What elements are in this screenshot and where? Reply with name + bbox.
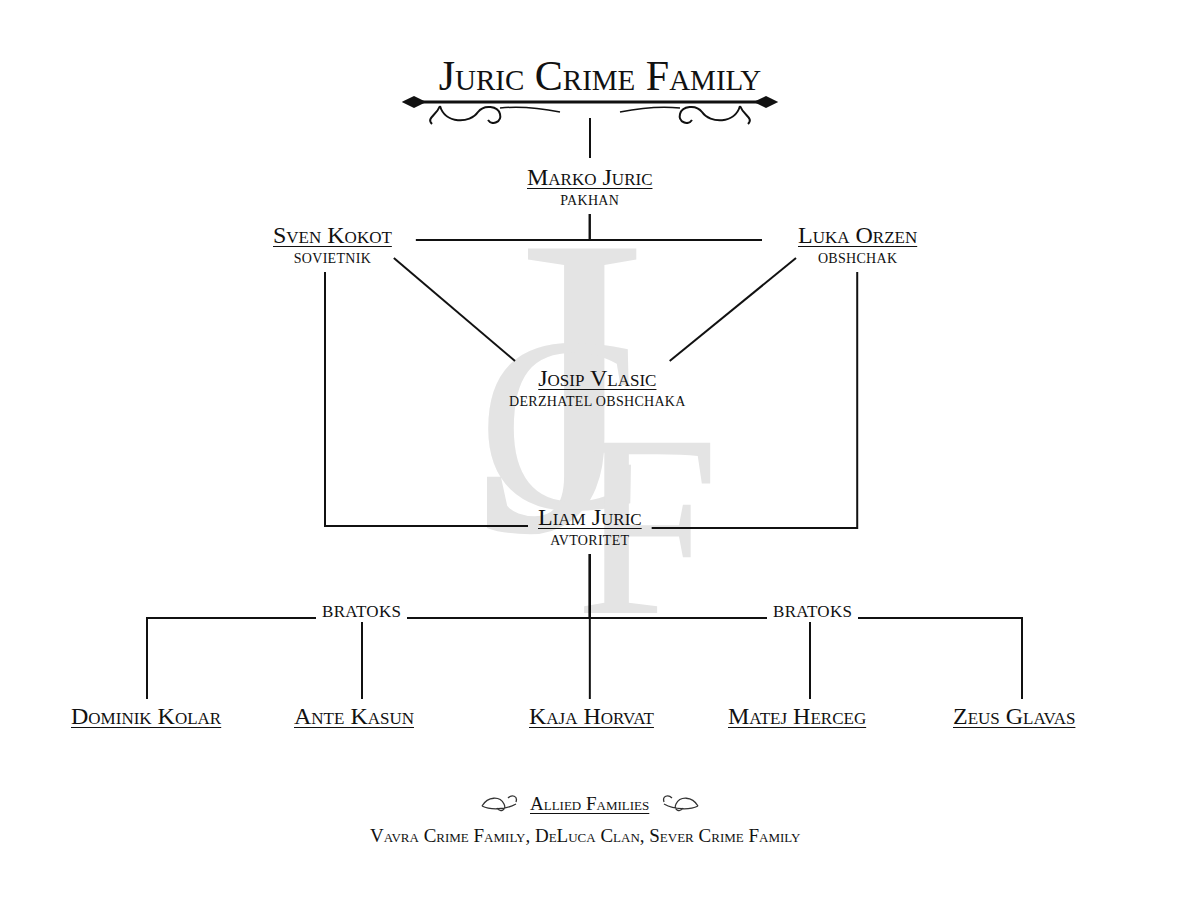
group-label: BRATOKS bbox=[316, 601, 407, 622]
member-node: Sven KokotSOVIETNIK bbox=[267, 218, 398, 272]
member-node: Matej Herceg bbox=[722, 699, 872, 733]
member-role: DERZHATEL OBSHCHAKA bbox=[509, 392, 686, 412]
hierarchy-connector bbox=[325, 272, 528, 526]
member-role: OBSHCHAK bbox=[798, 249, 917, 269]
member-name: Marko Juric bbox=[527, 163, 652, 191]
member-node: Kaja Horvat bbox=[523, 699, 660, 733]
member-role: SOVIETNIK bbox=[273, 249, 392, 269]
hierarchy-connector bbox=[147, 554, 590, 699]
member-node: Ante Kasun bbox=[288, 699, 420, 733]
hierarchy-connector bbox=[670, 258, 796, 361]
legend-heading: Allied Families bbox=[530, 792, 649, 815]
member-name: Kaja Horvat bbox=[529, 702, 654, 730]
member-name: Zeus Glavas bbox=[953, 702, 1075, 730]
member-name: Luka Orzen bbox=[798, 221, 917, 249]
member-node: Josip VlasicDERZHATEL OBSHCHAKA bbox=[503, 361, 692, 415]
allied-list: Vavra Crime Family, DeLuca Clan, Sever C… bbox=[370, 824, 800, 847]
hierarchy-connector bbox=[590, 214, 762, 240]
member-name: Liam Juric bbox=[538, 503, 642, 531]
hierarchy-connector bbox=[416, 214, 590, 240]
member-node: Dominik Kolar bbox=[65, 699, 227, 733]
member-role: AVTORITET bbox=[538, 531, 642, 551]
member-name: Dominik Kolar bbox=[71, 702, 221, 730]
hierarchy-connector bbox=[590, 554, 810, 699]
hierarchy-connector bbox=[394, 258, 515, 361]
member-name: Josip Vlasic bbox=[509, 364, 686, 392]
member-name: Ante Kasun bbox=[294, 702, 414, 730]
member-node: Marko JuricPAKHAN bbox=[521, 160, 658, 214]
member-role: PAKHAN bbox=[527, 191, 652, 211]
member-node: Liam JuricAVTORITET bbox=[532, 500, 648, 554]
member-node: Luka OrzenOBSHCHAK bbox=[792, 218, 923, 272]
member-name: Sven Kokot bbox=[273, 221, 392, 249]
member-node: Zeus Glavas bbox=[947, 699, 1081, 733]
group-label: BRATOKS bbox=[767, 601, 858, 622]
hierarchy-connector bbox=[362, 554, 590, 699]
member-name: Matej Herceg bbox=[728, 702, 866, 730]
title-ornament bbox=[404, 97, 776, 158]
diagram-title: Juric Crime Family bbox=[0, 52, 1200, 100]
hierarchy-connector bbox=[590, 554, 1022, 699]
